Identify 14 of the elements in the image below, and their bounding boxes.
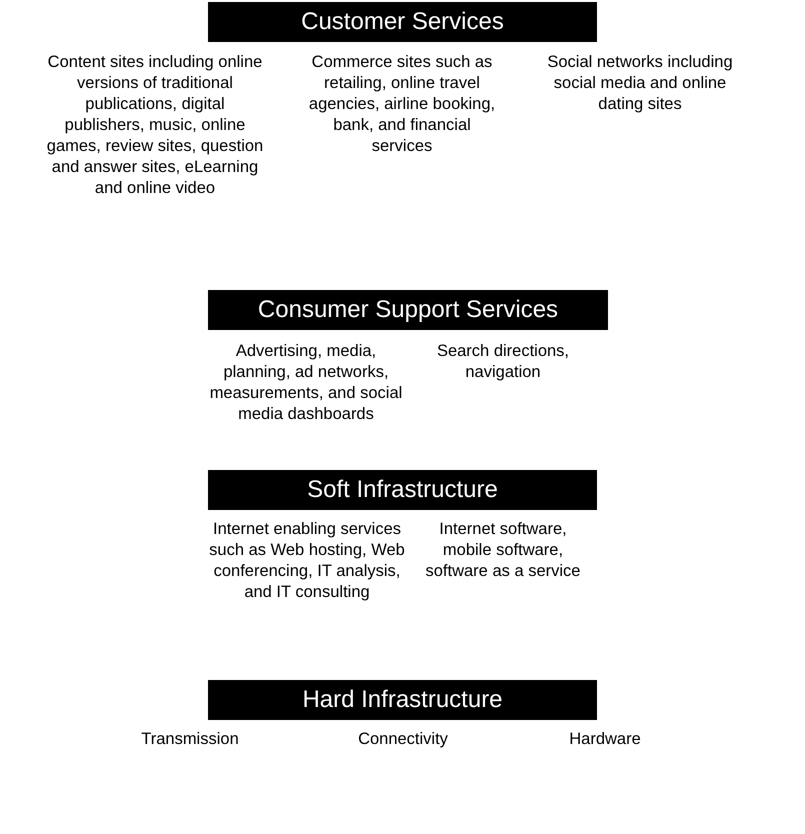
description-text: Internet software, mobile software, software as a service	[424, 519, 582, 582]
category-bar: Customer Services	[208, 2, 597, 42]
category-bar: Hard Infrastructure	[208, 680, 597, 720]
description-text: Connectivity	[357, 729, 449, 750]
description-text: Commerce sites such as retailing, online travel agencies, airline booking, bank, and financial services	[308, 52, 496, 157]
description-text: Transmission	[140, 729, 240, 750]
category-bar: Consumer Support Services	[208, 290, 608, 330]
description-text: Social networks including social media and online dating sites	[546, 52, 734, 115]
description-text: Advertising, media, planning, ad networks, measurements, and social media dashboards	[208, 341, 404, 425]
description-text: Hardware	[568, 729, 642, 750]
description-text: Internet enabling services such as Web hosting, Web conferencing, IT analysis, and IT consulting	[208, 519, 406, 603]
description-text: Search directions, navigation	[436, 341, 570, 383]
description-text: Content sites including online versions of traditional publications, digital publishers, music, online games, review sites, question and answer sites, eLearning and online video	[46, 52, 264, 199]
category-bar: Soft Infrastructure	[208, 470, 597, 510]
